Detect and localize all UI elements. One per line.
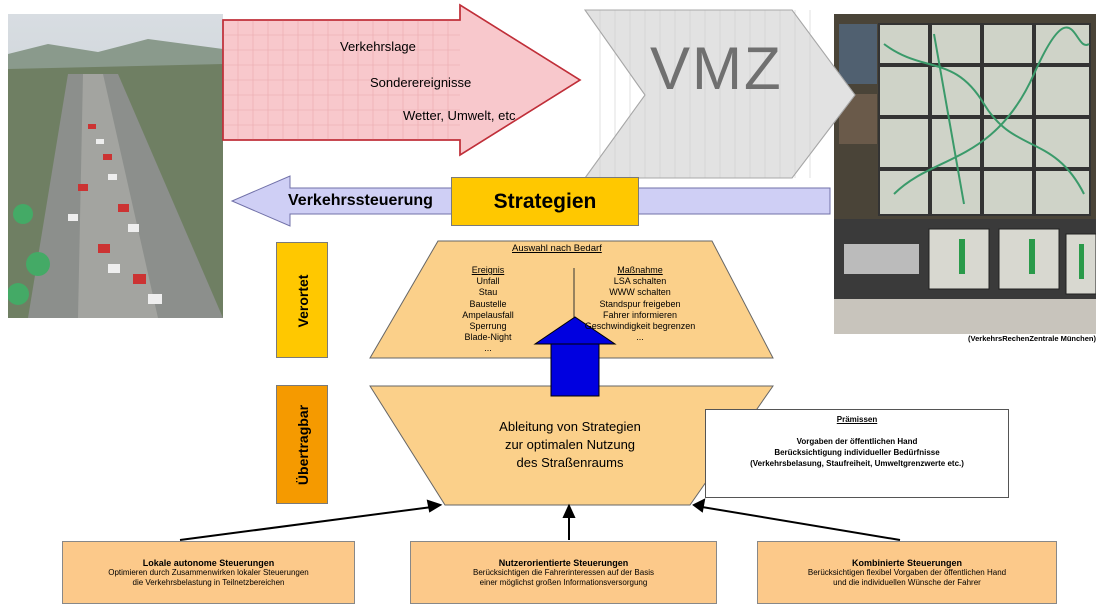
box-line: und die individuellen Wünsche der Fahrer	[833, 578, 981, 587]
massnahme-column: Maßnahme LSA schalten WWW schalten Stand…	[570, 265, 710, 343]
box-title: Lokale autonome Steuerungen	[142, 558, 275, 568]
praemissen-title: Prämissen	[836, 415, 878, 424]
verortet-trapezoid	[369, 240, 774, 359]
ereignis-item: Unfall	[476, 276, 500, 287]
steuerung-label: Verkehrssteuerung	[288, 192, 433, 209]
arrow-line-sonderereignisse: Sonderereignisse	[370, 75, 472, 90]
ableitung-line: des Straßenraums	[516, 455, 624, 470]
control-room-photo	[834, 14, 1096, 334]
box-line: Berücksichtigen flexibel Vorgaben der öf…	[807, 568, 1007, 577]
massnahme-item: ...	[636, 332, 644, 343]
kombinierte-steuerungen-box: Kombinierte Steuerungen Berücksichtigen …	[757, 541, 1057, 604]
massnahme-heading: Maßnahme	[617, 265, 663, 275]
ereignis-item: Blade-Night	[464, 332, 512, 343]
vmz-label: VMZ	[650, 35, 783, 102]
praemissen-box: Prämissen Vorgaben der öffentlichen Hand…	[705, 409, 1009, 498]
verortet-side-label: Verortet	[295, 274, 311, 328]
auswahl-title: Auswahl nach Bedarf	[512, 243, 602, 254]
arrow-line-wetter: Wetter, Umwelt, etc	[403, 108, 516, 123]
ereignis-column: Ereignis Unfall Stau Baustelle Ampelausf…	[440, 265, 536, 355]
box-line: Optimieren durch Zusammenwirken lokaler …	[108, 568, 309, 577]
verortet-side-box: Verortet	[276, 242, 328, 358]
ableitung-line: zur optimalen Nutzung	[504, 437, 636, 452]
massnahme-item: Fahrer informieren	[602, 309, 678, 320]
ereignis-item: ...	[484, 343, 492, 354]
photo-caption: (VerkehrsRechenZentrale München)	[968, 334, 1096, 343]
box-line: Berücksichtigen die Fahrerinteressen auf…	[473, 568, 654, 577]
traffic-jam-photo	[8, 14, 223, 318]
strategien-label: Strategien	[493, 189, 597, 213]
box-title: Kombinierte Steuerungen	[851, 558, 962, 568]
ereignis-item: Stau	[478, 287, 498, 298]
massnahme-item: Geschwindigkeit begrenzen	[584, 321, 696, 332]
praemissen-line: Berücksichtigung individueller Bedürfnis…	[774, 448, 940, 457]
ableitung-line: Ableitung von Strategien	[499, 419, 641, 434]
blue-up-arrow	[550, 341, 600, 397]
strategien-box: Strategien	[451, 177, 639, 226]
ereignis-item: Sperrung	[469, 321, 507, 332]
box-title: Nutzerorientierte Steuerungen	[498, 558, 629, 568]
box-line: einer möglichst großen Informationsverso…	[479, 578, 648, 587]
ableitung-text: Ableitung von Strategien zur optimalen N…	[440, 418, 700, 472]
nutzerorientierte-steuerungen-box: Nutzerorientierte Steuerungen Berücksich…	[410, 541, 717, 604]
arrow-line-verkehrslage: Verkehrslage	[340, 39, 416, 54]
lokale-steuerungen-box: Lokale autonome Steuerungen Optimieren d…	[62, 541, 355, 604]
praemissen-line: Vorgaben der öffentlichen Hand	[796, 437, 918, 446]
massnahme-item: LSA schalten	[613, 276, 667, 287]
uebertragbar-side-box: Übertragbar	[276, 385, 328, 504]
massnahme-item: WWW schalten	[609, 287, 671, 298]
ereignis-item: Baustelle	[469, 298, 507, 309]
uebertragbar-trapezoid	[369, 385, 774, 506]
praemissen-line: (Verkehrsbelasung, Staufreiheit, Umweltg…	[750, 459, 964, 468]
uebertragbar-side-label: Übertragbar	[295, 404, 311, 486]
ereignis-heading: Ereignis	[471, 265, 505, 275]
massnahme-item: Standspur freigeben	[599, 298, 681, 309]
ereignis-item: Ampelausfall	[462, 309, 514, 320]
box-line: die Verkehrsbelastung in Teilnetzbereich…	[132, 578, 285, 587]
